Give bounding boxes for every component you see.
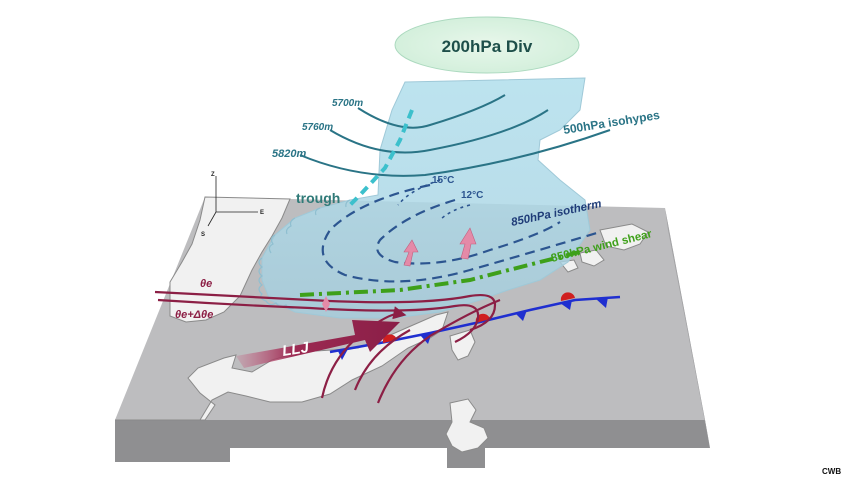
theta-e-delta-label: θe+Δθe (175, 309, 213, 321)
theta-e-lines (154, 290, 501, 404)
isohypse-5820-label: 5820m (272, 148, 306, 160)
platform-front-face (115, 420, 710, 468)
axis-s-label: S (201, 232, 205, 238)
axis-indicator (207, 176, 258, 227)
updraft-arrow-east (459, 227, 477, 260)
updraft-arrow-west (403, 239, 419, 267)
isohypse-5820-line (299, 129, 611, 177)
front-line (329, 295, 621, 354)
theta-e-stream-3 (353, 329, 411, 391)
land-masses (115, 196, 649, 453)
isohypse-5760-label: 5760m (302, 122, 333, 133)
cloud-body (261, 77, 591, 319)
frontal-boundary (329, 292, 621, 360)
isotherms-850hpa (321, 183, 601, 283)
temp-15-label: 15°C (432, 175, 454, 186)
trough-line (348, 109, 414, 207)
trough-label: trough (296, 190, 340, 206)
land-island-south (445, 398, 489, 453)
land-west-coast (115, 311, 449, 421)
theta-marker (322, 296, 330, 312)
axis-z-label: Z (211, 172, 215, 178)
axis-e-label: E (260, 210, 264, 216)
llj-arrow (236, 320, 400, 368)
isohypses-500hpa (299, 94, 611, 177)
theta-e-line-lower (157, 298, 480, 343)
isohypse-5700-label: 5700m (332, 98, 363, 109)
isotherm-12-line (376, 198, 561, 265)
credit-label: CWB (822, 467, 841, 476)
land-island-east-2 (579, 249, 605, 267)
cloud-column (258, 77, 591, 319)
land-island-east-1 (599, 223, 649, 251)
land-northwest (169, 196, 291, 323)
updraft-arrows (403, 227, 477, 267)
wind-shear-line (299, 250, 581, 297)
platform-right-face (665, 208, 710, 448)
isotherm-15-line (321, 183, 601, 283)
cloud-scalloped-edge (258, 199, 351, 310)
isohypse-5760-line (329, 109, 549, 154)
theta-e-line-upper (154, 290, 497, 332)
warm-front-semicircles (382, 292, 575, 343)
divergence-ellipse (394, 16, 580, 74)
temp-12-label: 12°C (461, 190, 483, 201)
divergence-label: 200hPa Div (442, 37, 533, 56)
llj-label: LLJ (281, 339, 311, 360)
theta-e-label: θe (200, 278, 212, 290)
theta-e-stream-2 (376, 298, 501, 404)
isohypse-5700-line (357, 94, 506, 129)
